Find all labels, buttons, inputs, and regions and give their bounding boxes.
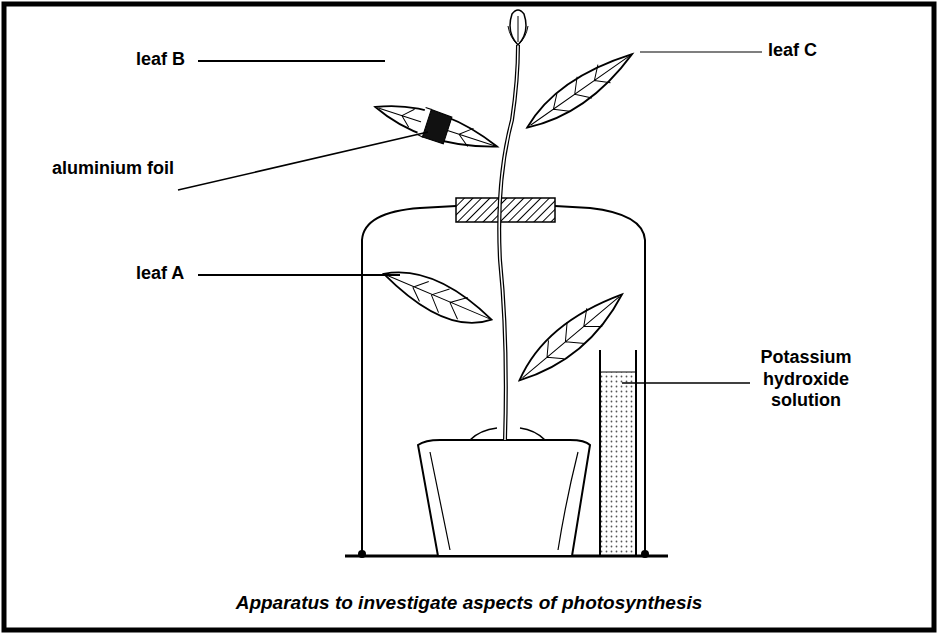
flower-bud	[508, 16, 528, 45]
leader-line	[178, 132, 428, 190]
leader-line	[198, 274, 400, 276]
part-label: leaf B	[136, 49, 185, 71]
leader-line	[640, 51, 762, 52]
soil-roots	[470, 428, 545, 440]
leaf-c	[520, 43, 640, 138]
part-label: aluminium foil	[50, 158, 174, 180]
figure-caption: Apparatus to investigate aspects of phot…	[0, 592, 938, 614]
part-label: leaf C	[768, 40, 817, 62]
seal	[641, 550, 649, 558]
part-label: leaf A	[136, 263, 184, 285]
liquid-surface	[600, 372, 636, 373]
leaf-a	[378, 259, 497, 336]
part-label: Potassium hydroxide solution	[748, 347, 864, 412]
potassium-hydroxide-liquid	[600, 372, 636, 556]
stem	[499, 45, 518, 440]
frame	[4, 4, 934, 630]
seal	[358, 550, 366, 558]
tube	[600, 350, 636, 556]
leader-line	[198, 60, 385, 62]
bell-jar	[362, 206, 645, 556]
stopper	[456, 198, 555, 222]
leader-line	[622, 382, 750, 384]
leaf-b	[371, 93, 502, 160]
plant-pot	[418, 440, 590, 556]
stem	[499, 45, 518, 440]
pot-rim	[430, 452, 578, 550]
